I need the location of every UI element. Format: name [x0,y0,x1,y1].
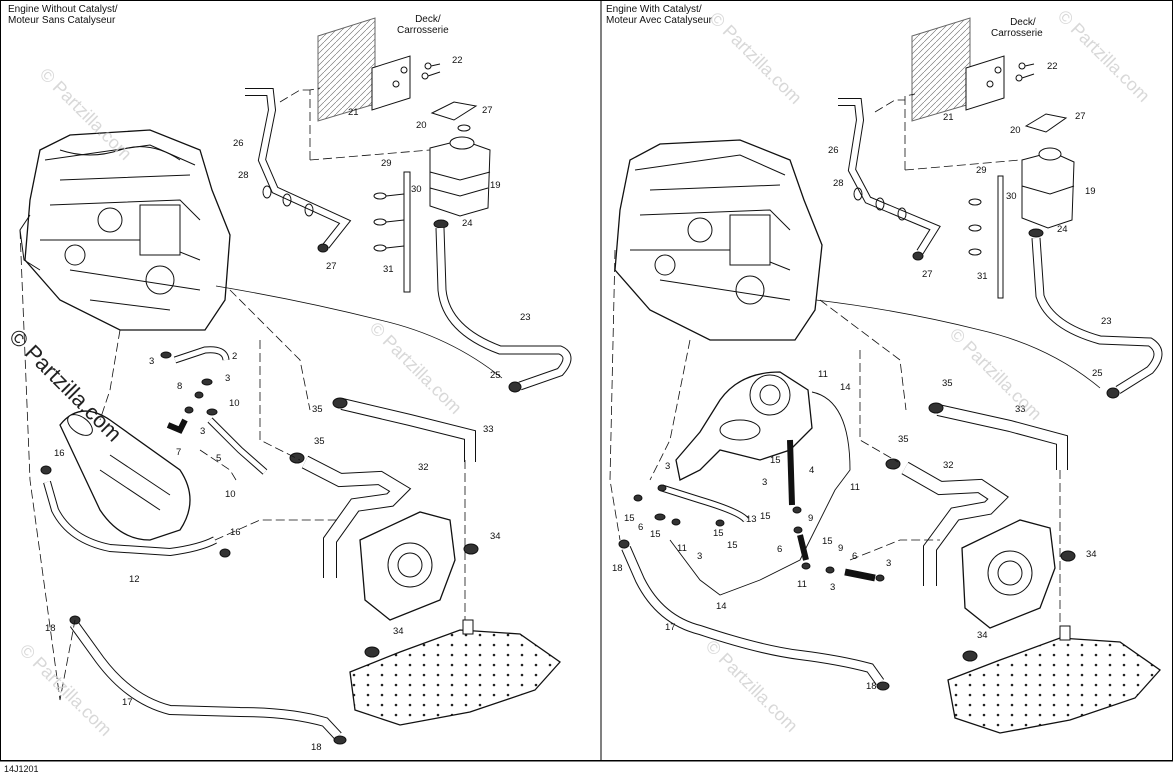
part-label: 22 [452,55,463,66]
part-label: 30 [1006,191,1017,202]
part-label: 35 [312,404,323,415]
left-title-line-2: Moteur Sans Catalyseur [8,15,116,26]
part-label: 15 [650,529,661,540]
part-label: 15 [822,536,833,547]
part-label: 11 [818,369,828,380]
part-label: 11 [850,482,860,493]
part-label: 25 [1092,368,1103,379]
part-label: 11 [677,543,687,554]
part-label: 18 [612,563,623,574]
part-label: 11 [797,579,807,590]
part-label: 3 [149,356,155,367]
part-label: 3 [697,551,703,562]
part-label: 6 [852,551,858,562]
left-deck-label: Deck/ Carrosserie [397,14,449,36]
part-label: 27 [1075,111,1086,122]
part-label: 19 [490,180,501,191]
part-label: 20 [1010,125,1021,136]
part-label: 15 [760,511,771,522]
left-title-line-1: Engine Without Catalyst/ [8,4,118,15]
left-deck-line-2: Carrosserie [397,25,449,36]
part-label: 33 [483,424,494,435]
part-label: 16 [230,527,241,538]
drawing-code: 14J1201 [4,764,39,774]
part-label: 13 [746,514,757,525]
part-label: 20 [416,120,427,131]
part-label: 31 [383,264,394,275]
part-label: 9 [808,513,814,524]
part-label: 35 [898,434,909,445]
part-label: 27 [922,269,933,280]
part-label: 28 [238,170,249,181]
part-label: 8 [177,381,183,392]
part-label: 26 [233,138,244,149]
part-label: 32 [418,462,429,473]
part-label: 33 [1015,404,1026,415]
part-label: 34 [1086,549,1097,560]
part-label: 24 [1057,224,1068,235]
part-label: 15 [727,540,738,551]
part-label: 32 [943,460,954,471]
part-label: 9 [838,543,844,554]
part-label: 15 [624,513,635,524]
part-label: 29 [381,158,392,169]
part-label: 35 [942,378,953,389]
part-label: 21 [943,112,954,123]
part-label: 18 [866,681,877,692]
part-label: 17 [665,622,676,633]
part-label: 6 [638,522,644,533]
right-panel-drawing [609,17,1163,734]
part-label: 14 [840,382,851,393]
part-label: 27 [326,261,337,272]
part-label: 3 [762,477,768,488]
part-label: 14 [716,601,727,612]
part-label: 6 [777,544,783,555]
part-label: 10 [229,398,240,409]
part-label: 31 [977,271,988,282]
part-label: 10 [225,489,236,500]
left-panel-drawing [19,17,572,745]
part-label: 17 [122,697,133,708]
part-label: 30 [411,184,422,195]
right-title-line-2: Moteur Avec Catalyseur [606,15,712,26]
part-label: 3 [886,558,892,569]
part-label: 12 [129,574,140,585]
part-label: 18 [45,623,56,634]
part-label: 35 [314,436,325,447]
part-label: 23 [520,312,531,323]
part-label: 19 [1085,186,1096,197]
part-label: 2 [232,351,238,362]
right-deck-label: Deck/ Carrosserie [991,17,1043,39]
left-panel-title: Engine Without Catalyst/ Moteur Sans Cat… [8,4,118,26]
part-label: 34 [977,630,988,641]
part-label: 34 [490,531,501,542]
part-label: 5 [216,453,222,464]
part-label: 3 [200,426,206,437]
right-title-line-1: Engine With Catalyst/ [606,4,702,15]
left-deck-line-1: Deck/ [415,14,441,25]
part-label: 3 [225,373,231,384]
right-panel-title: Engine With Catalyst/ Moteur Avec Cataly… [606,4,712,26]
part-label: 29 [976,165,987,176]
part-label: 24 [462,218,473,229]
part-label: 28 [833,178,844,189]
part-label: 22 [1047,61,1058,72]
part-label: 3 [830,582,836,593]
right-deck-line-2: Carrosserie [991,28,1043,39]
part-label: 3 [665,461,671,472]
part-label: 21 [348,107,359,118]
part-label: 7 [176,447,182,458]
part-label: 15 [713,528,724,539]
part-label: 25 [490,370,501,381]
part-label: 26 [828,145,839,156]
right-deck-line-1: Deck/ [1010,17,1036,28]
part-label: 34 [393,626,404,637]
part-label: 15 [770,455,781,466]
part-label: 23 [1101,316,1112,327]
part-label: 16 [54,448,65,459]
part-label: 18 [311,742,322,753]
part-label: 4 [809,465,815,476]
part-label: 27 [482,105,493,116]
